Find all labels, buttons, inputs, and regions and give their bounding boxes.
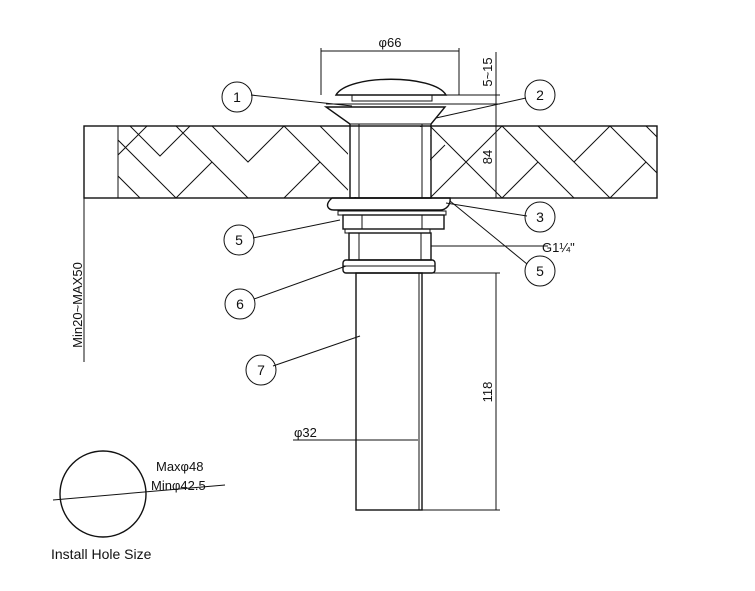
dim-counter-thickness: 84: [480, 104, 497, 198]
tail-length-label: 118: [480, 382, 495, 403]
callout-1: 1: [221, 81, 253, 113]
svg-text:6: 6: [236, 296, 244, 312]
callout-5-left: 5: [223, 224, 255, 256]
svg-text:5: 5: [536, 263, 544, 279]
svg-text:3: 3: [536, 209, 544, 225]
lock-nut-assembly: [326, 197, 451, 234]
callout-5-right: 5: [524, 255, 556, 287]
callout-leaders: [250, 94, 528, 367]
svg-text:1: 1: [233, 89, 241, 105]
dim-tail-diameter: φ32: [293, 425, 418, 441]
svg-text:2: 2: [536, 87, 544, 103]
countertop-slab: [83, 125, 658, 199]
callout-2: 2: [524, 79, 556, 111]
coupling-nut: [342, 259, 436, 274]
thread-label: G1¼": [542, 240, 575, 255]
herringbone-hatch: [118, 126, 657, 198]
dim-counter-range: Min20~MAX50: [70, 198, 85, 362]
tail-diameter-label: φ32: [294, 425, 317, 440]
callout-3: 3: [524, 201, 556, 233]
hole-diameter-line: [52, 484, 226, 501]
hole-circle: [59, 450, 147, 538]
cap-height-label: 5~15: [480, 57, 495, 86]
threaded-shank: [348, 232, 432, 261]
counter-range-label: Min20~MAX50: [70, 262, 85, 348]
install-hole: Maxφ48 Minφ42.5 Install Hole Size: [51, 450, 226, 562]
counter-thickness-label: 84: [480, 150, 495, 164]
svg-text:5: 5: [235, 232, 243, 248]
dim-tail-length: 118: [422, 272, 500, 511]
hole-max-label: Maxφ48: [156, 459, 203, 474]
popup-cap: [326, 78, 448, 108]
tailpiece: [355, 272, 423, 511]
hole-caption: Install Hole Size: [51, 546, 152, 562]
callout-6: 6: [224, 288, 256, 320]
dim-thread: G1¼": [431, 240, 575, 255]
dim-cap-height: 5~15: [431, 52, 500, 105]
hole-min-label: Minφ42.5: [151, 478, 206, 493]
svg-text:7: 7: [257, 362, 265, 378]
cap-diameter-label: φ66: [379, 35, 402, 50]
dim-cap-diameter: φ66: [320, 35, 460, 95]
callout-7: 7: [245, 354, 277, 386]
